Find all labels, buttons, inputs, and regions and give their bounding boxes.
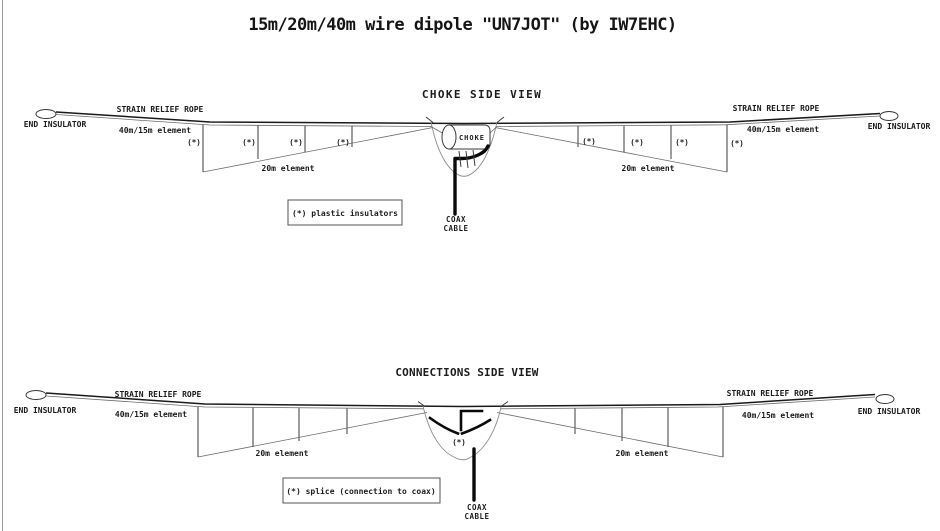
element-20-label: 20m element xyxy=(622,164,675,173)
center-sag-outline xyxy=(422,405,502,461)
element20-wire-left xyxy=(202,127,434,173)
insulator-mark: (*) xyxy=(675,138,689,147)
element-wire-right xyxy=(496,115,881,127)
insulator-mark: (*) xyxy=(582,137,596,146)
insulator-mark: (*) xyxy=(242,138,256,147)
end-insulator-left xyxy=(35,109,57,119)
end-insulator-label: END INSULATOR xyxy=(24,120,87,129)
note-box xyxy=(287,199,403,226)
feed-wire xyxy=(430,126,445,135)
hanger-tick xyxy=(425,116,434,123)
center-sag-outline xyxy=(430,121,498,177)
connection-wire xyxy=(459,409,484,432)
element-wire-right xyxy=(499,396,876,410)
winding-tick xyxy=(472,149,476,167)
insulator-mark: (*) xyxy=(289,138,303,147)
end-insulator-label: END INSULATOR xyxy=(858,407,921,416)
plastic-insulators-note: (*) plastic insulators xyxy=(292,208,398,218)
splice-mark: (*) xyxy=(452,438,466,447)
connection-wire xyxy=(460,418,492,436)
scan-edge-line xyxy=(2,0,3,531)
insulator-mark: (*) xyxy=(630,138,644,147)
strain-relief-rope-label: STRAIN RELIEF ROPE xyxy=(733,104,820,113)
choke-side-view: CHOKE SIDE VIEW xyxy=(24,88,931,233)
choke-cylinder-cap xyxy=(441,124,457,150)
connection-wire xyxy=(428,416,460,436)
strain-relief-rope-label: STRAIN RELIEF ROPE xyxy=(115,390,202,399)
element-wire-left xyxy=(45,395,425,410)
feed-wire xyxy=(489,126,498,134)
end-insulator-right xyxy=(875,394,895,404)
winding-tick xyxy=(465,150,469,169)
choke-label: CHOKE xyxy=(459,134,485,142)
insulator-mark: (*) xyxy=(187,138,201,147)
strain-relief-rope-label: STRAIN RELIEF ROPE xyxy=(117,105,204,114)
insulator-mark: (*) xyxy=(730,139,744,148)
end-insulator-left xyxy=(25,390,47,400)
strain-relief-rope-line xyxy=(55,111,881,125)
element-40-15-label: 40m/15m element xyxy=(119,126,191,135)
choke-view-title: CHOKE SIDE VIEW xyxy=(422,88,542,101)
coax-cable-label: CABLE xyxy=(464,512,489,521)
strain-relief-rope-line xyxy=(45,392,876,408)
connections-view-title: CONNECTIONS SIDE VIEW xyxy=(395,366,538,379)
coax-cable-label: COAX xyxy=(446,215,466,224)
end-insulator-label: END INSULATOR xyxy=(868,122,931,131)
hanger-tick xyxy=(496,116,505,123)
note-box xyxy=(282,477,441,504)
insulator-mark: (*) xyxy=(336,138,350,147)
element-40-15-label: 40m/15m element xyxy=(115,410,187,419)
splice-note: (*) splice (connection to coax) xyxy=(286,486,435,496)
page-title: 15m/20m/40m wire dipole "UN7JOT" (by IW7… xyxy=(248,15,677,35)
element-20-label: 20m element xyxy=(262,164,315,173)
winding-tick xyxy=(458,150,462,168)
element20-wire-right xyxy=(496,412,724,458)
element20-wire-right xyxy=(494,127,728,173)
end-insulator-label: END INSULATOR xyxy=(14,406,77,415)
coax-cable-label: CABLE xyxy=(443,224,468,233)
element-40-15-label: 40m/15m element xyxy=(747,125,819,134)
connections-side-view: CONNECTIONS SIDE VIEW xyxy=(14,366,921,521)
end-insulator-right xyxy=(879,111,899,121)
element20-wire-left xyxy=(197,412,428,458)
element-20-label: 20m element xyxy=(616,449,669,458)
hanger-tick xyxy=(417,401,426,407)
strain-relief-rope-label: STRAIN RELIEF ROPE xyxy=(727,389,814,398)
hanger-tick xyxy=(500,401,509,407)
element-20-label: 20m element xyxy=(256,449,309,458)
element-40-15-label: 40m/15m element xyxy=(742,411,814,420)
element-wire-left xyxy=(55,114,432,127)
coax-cable-label: COAX xyxy=(467,503,487,512)
